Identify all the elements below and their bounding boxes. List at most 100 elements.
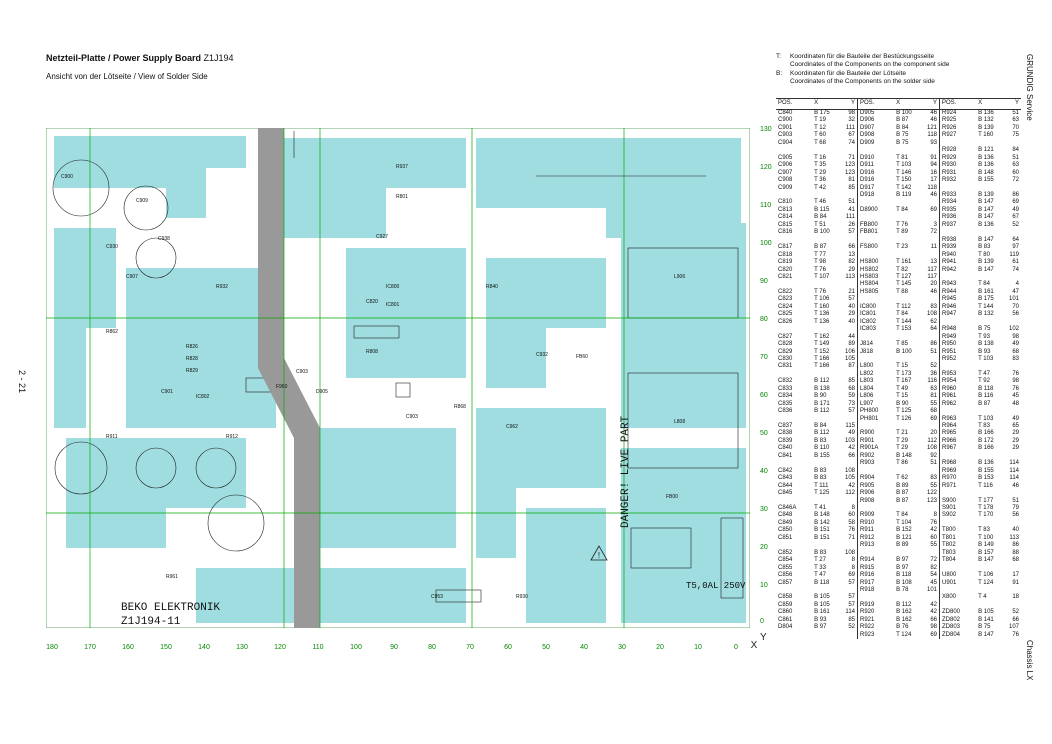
- table-cell: 76: [1012, 631, 1019, 638]
- table-cell: B 172: [978, 437, 994, 444]
- table-cell: [837, 326, 857, 333]
- table-cell: 114: [1009, 475, 1019, 482]
- table-cell: 47: [1012, 288, 1019, 295]
- table-cell: 108: [926, 311, 937, 318]
- table-cell: [919, 237, 939, 244]
- table-cell: B 90: [814, 393, 827, 400]
- table-cell: R913: [860, 542, 875, 549]
- table-cell: [776, 281, 814, 288]
- table-cell: [978, 490, 1001, 497]
- table-cell: [940, 185, 978, 192]
- table-row: [940, 363, 1021, 370]
- table-cell: B 139: [978, 259, 994, 266]
- column-header: POS.: [942, 100, 957, 107]
- table-cell: B 147: [978, 206, 994, 213]
- svg-text:DANGER! LIVE PART: DANGER! LIVE PART: [620, 415, 632, 528]
- table-cell: 92: [930, 452, 937, 459]
- table-cell: R933: [942, 191, 957, 198]
- table-cell: C851: [778, 534, 793, 541]
- table-cell: S901: [942, 505, 957, 512]
- table-cell: 97: [1012, 244, 1019, 251]
- table-cell: R930: [942, 162, 957, 169]
- table-cell: B 171: [814, 400, 830, 407]
- table-cell: B 84: [896, 124, 909, 131]
- svg-text:F960: F960: [276, 384, 288, 390]
- table-row: [940, 185, 1021, 192]
- table-cell: C849: [778, 519, 793, 526]
- table-cell: B 84: [814, 214, 827, 221]
- table-cell: [978, 520, 1001, 527]
- table-cell: [896, 468, 919, 475]
- column-header: Y: [932, 100, 937, 107]
- table-cell: 57: [848, 601, 855, 608]
- table-row: [776, 237, 857, 244]
- table-cell: R946: [942, 303, 957, 310]
- table-cell: B 115: [814, 206, 830, 213]
- table-row: [940, 587, 1021, 594]
- table-cell: [978, 229, 1001, 236]
- table-cell: C813: [778, 206, 793, 213]
- table-cell: R925: [942, 117, 957, 124]
- table-cell: [814, 460, 837, 467]
- table-cell: B 142: [814, 519, 830, 526]
- table-cell: C908: [778, 177, 793, 184]
- table-cell: [896, 594, 919, 601]
- table-cell: IC800: [860, 303, 877, 310]
- table-cell: IC802: [860, 318, 877, 325]
- table-row: [858, 199, 939, 206]
- table-cell: B 75: [978, 624, 991, 631]
- table-cell: B 78: [896, 587, 909, 593]
- table-cell: 42: [930, 609, 937, 616]
- table-cell: 62: [930, 318, 937, 325]
- table-cell: [858, 550, 896, 557]
- table-cell: [940, 408, 978, 415]
- table-cell: 29: [848, 311, 855, 318]
- table-row: [940, 520, 1021, 527]
- table-cell: D905: [860, 110, 875, 116]
- table-cell: C904: [778, 139, 793, 146]
- table-cell: 32: [848, 117, 855, 124]
- table-cell: 79: [1012, 505, 1019, 512]
- table-cell: B 110: [814, 445, 830, 452]
- table-cell: [896, 147, 919, 154]
- table-cell: [837, 237, 857, 244]
- table-cell: [1001, 363, 1021, 370]
- table-cell: T 62: [896, 475, 908, 482]
- table-cell: R941: [942, 259, 957, 266]
- table-cell: R954: [942, 378, 957, 385]
- svg-text:R829: R829: [186, 368, 198, 374]
- table-cell: R966: [942, 437, 957, 444]
- table-cell: D918: [860, 191, 875, 198]
- table-cell: T 166: [814, 363, 830, 370]
- table-cell: [858, 334, 896, 341]
- table-cell: T 103: [978, 355, 994, 362]
- table-cell: T 98: [814, 259, 826, 266]
- table-cell: B 148: [814, 512, 830, 519]
- table-cell: T 170: [978, 512, 994, 519]
- table-cell: 49: [1012, 415, 1019, 422]
- table-cell: 111: [845, 124, 855, 131]
- table-cell: 59: [848, 393, 855, 400]
